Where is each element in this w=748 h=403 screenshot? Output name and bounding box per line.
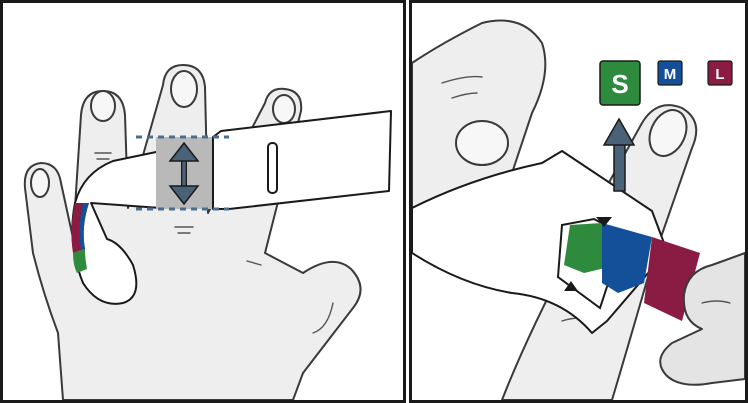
svg-text:M: M	[664, 66, 677, 83]
middle-fingernail	[171, 71, 197, 107]
strip-slot	[268, 143, 277, 193]
thumb-nail	[31, 169, 49, 197]
svg-text:S: S	[611, 69, 628, 99]
right-panel-reading-step: S M L	[409, 0, 748, 403]
thumb-nail	[456, 121, 508, 165]
size-badge-large: L	[708, 61, 732, 85]
size-badge-medium: M	[658, 61, 682, 85]
size-reading-illustration: S M L	[412, 3, 745, 400]
measuring-strip-tail	[213, 111, 391, 209]
left-panel-measuring-step	[0, 0, 406, 403]
svg-text:L: L	[715, 66, 724, 83]
size-badge-small: S	[600, 61, 640, 105]
ring-fingernail	[273, 95, 295, 123]
index-fingernail	[91, 91, 115, 121]
hand-illustration	[3, 3, 403, 400]
